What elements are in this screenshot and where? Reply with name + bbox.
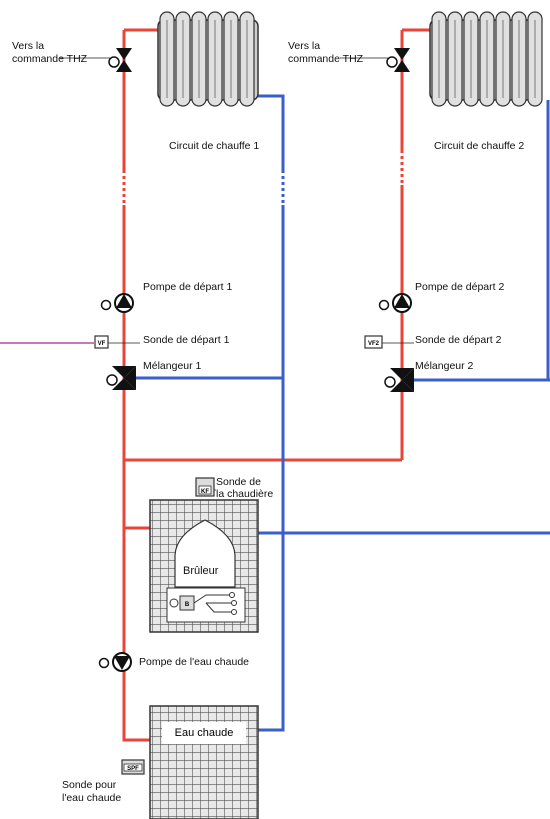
sensor-chaudiere-icon (195, 477, 215, 497)
commande-label-1: commande THZ (12, 53, 88, 65)
radiator-1 (157, 11, 259, 107)
circuit-1-label: Circuit de chauffe 1 (169, 140, 260, 152)
return-pipes (124, 94, 550, 732)
return-riser-1a (258, 94, 285, 170)
sensor-depart-1-icon (94, 335, 109, 349)
thz-valve-1 (108, 48, 132, 72)
thz-valve-2 (386, 48, 410, 72)
sonde-chaudiere-label-2: la chaudière (216, 488, 274, 500)
mixer-2-icon (384, 368, 414, 392)
vers-label-2: Vers la (288, 40, 321, 52)
sensor-depart-1-code: VF (98, 341, 106, 347)
circuit-2-label: Circuit de chauffe 2 (434, 140, 525, 152)
pompe-eau-chaude-label: Pompe de l'eau chaude (139, 656, 250, 668)
sonde-depart-1-label: Sonde de départ 1 (143, 334, 230, 346)
sensor-depart-2-icon (364, 335, 383, 349)
sensor-depart-2-code: VF2 (368, 341, 380, 347)
flow-pipes (122, 28, 430, 742)
pump-depart-1-icon (100, 293, 134, 313)
sonde-chaudiere-label-1: Sonde de (216, 476, 261, 488)
sensor-eau-chaude-icon (121, 759, 145, 775)
vers-label-1: Vers la (12, 40, 45, 52)
boiler-icon (149, 499, 259, 633)
melangeur-1-label: Mélangeur 1 (143, 360, 202, 372)
sonde-eau-chaude-label-2: l'eau chaude (62, 792, 122, 804)
sonde-depart-2-label: Sonde de départ 2 (415, 334, 502, 346)
sensor-chaudiere-code: KF (201, 489, 209, 495)
return-riser-1b (258, 205, 285, 732)
sonde-eau-chaude-label-1: Sonde pour (62, 779, 117, 791)
melangeur-2-label: Mélangeur 2 (415, 360, 474, 372)
radiator-2 (429, 11, 543, 107)
mixer-1-icon (106, 366, 136, 390)
sensor-eau-chaude-code: SPF (127, 766, 139, 772)
flow-pipe-gaps (122, 150, 404, 205)
pompe-depart-1-label: Pompe de départ 1 (143, 281, 233, 293)
commande-label-2: commande THZ (288, 53, 364, 65)
eau-chaude-label: Eau chaude (162, 722, 246, 744)
bruleur-sensor-code: B (185, 602, 190, 608)
pump-eau-chaude-icon (98, 652, 132, 672)
bruleur-label: Brûleur (183, 565, 219, 577)
pump-depart-2-icon (378, 293, 412, 313)
leader-lines (60, 57, 414, 491)
pompe-depart-2-label: Pompe de départ 2 (415, 281, 505, 293)
